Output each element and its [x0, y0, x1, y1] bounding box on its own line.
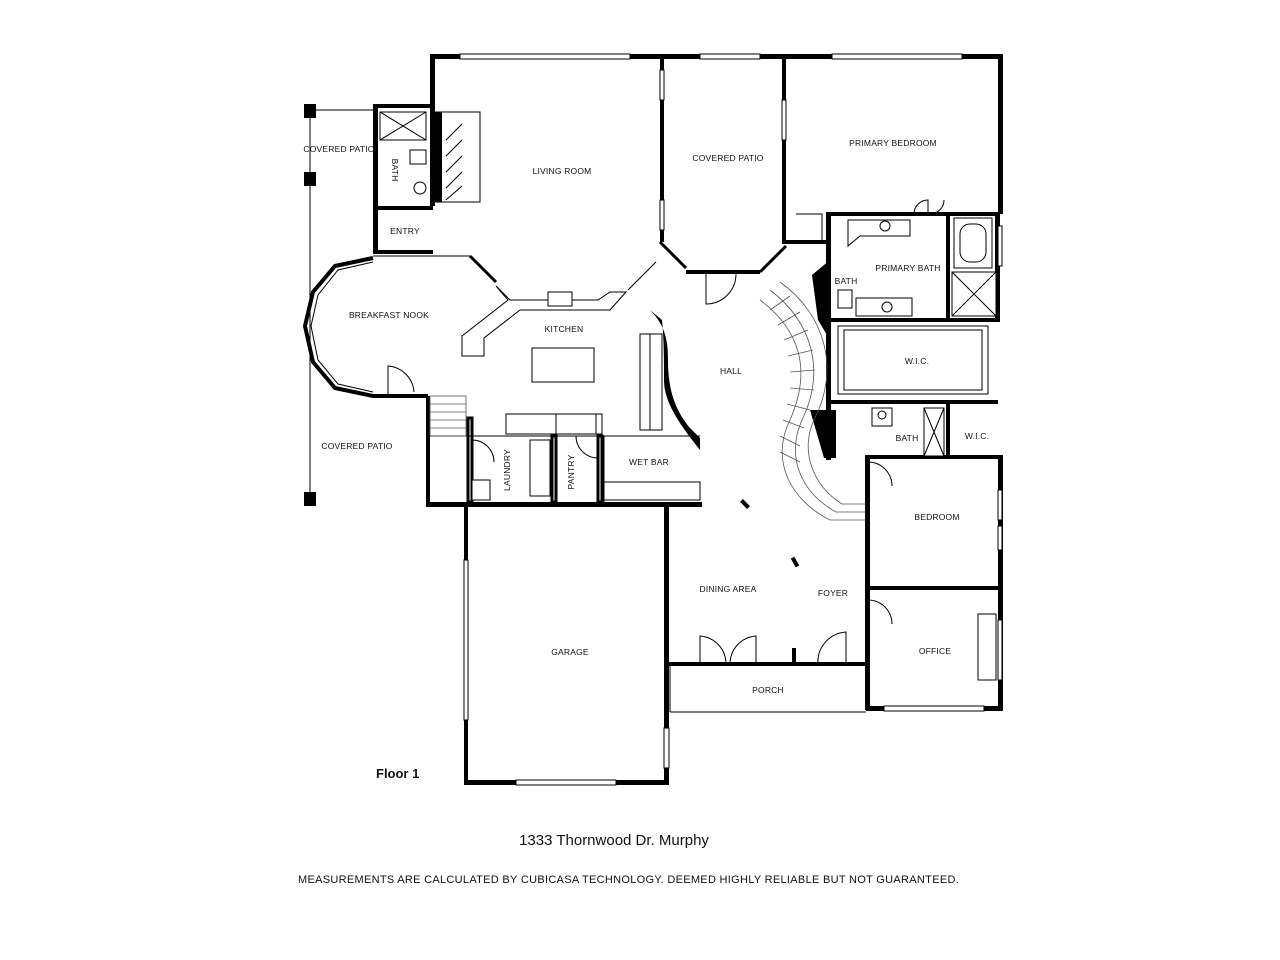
room-wic-e: W.I.C. [965, 431, 989, 441]
room-hall: HALL [720, 366, 742, 376]
room-garage: GARAGE [551, 647, 589, 657]
room-dining-area: DINING AREA [700, 584, 757, 594]
room-breakfast-nook: BREAKFAST NOOK [349, 310, 429, 320]
interior-lines [302, 109, 997, 713]
room-entry: ENTRY [390, 226, 420, 236]
room-covered-patio-nw: COVERED PATIO [303, 144, 374, 154]
room-living-room: LIVING ROOM [533, 166, 592, 176]
room-pantry: PANTRY [566, 454, 576, 489]
room-wet-bar: WET BAR [629, 457, 669, 467]
floor-label: Floor 1 [376, 766, 420, 781]
room-labels: COVERED PATIO BATH ENTRY LIVING ROOM COV… [303, 138, 989, 695]
room-bath-e: BATH [896, 433, 919, 443]
property-address: 1333 Thornwood Dr. Murphy [519, 832, 709, 849]
room-wic-primary: W.I.C. [905, 356, 929, 366]
windows [459, 53, 1003, 786]
room-porch: PORCH [752, 685, 784, 695]
room-primary-bath: PRIMARY BATH [875, 263, 940, 273]
room-kitchen: KITCHEN [545, 324, 584, 334]
room-laundry: LAUNDRY [502, 449, 512, 491]
room-foyer: FOYER [818, 588, 848, 598]
disclaimer-text: MEASUREMENTS ARE CALCULATED BY CUBICASA … [298, 874, 960, 886]
room-covered-patio-n: COVERED PATIO [692, 153, 763, 163]
room-primary-bedroom: PRIMARY BEDROOM [849, 138, 937, 148]
room-office: OFFICE [919, 646, 951, 656]
room-covered-patio-sw: COVERED PATIO [321, 441, 392, 451]
room-bath-small: BATH [835, 276, 858, 286]
room-bedroom: BEDROOM [914, 512, 959, 522]
room-bath-nw: BATH [390, 159, 400, 182]
